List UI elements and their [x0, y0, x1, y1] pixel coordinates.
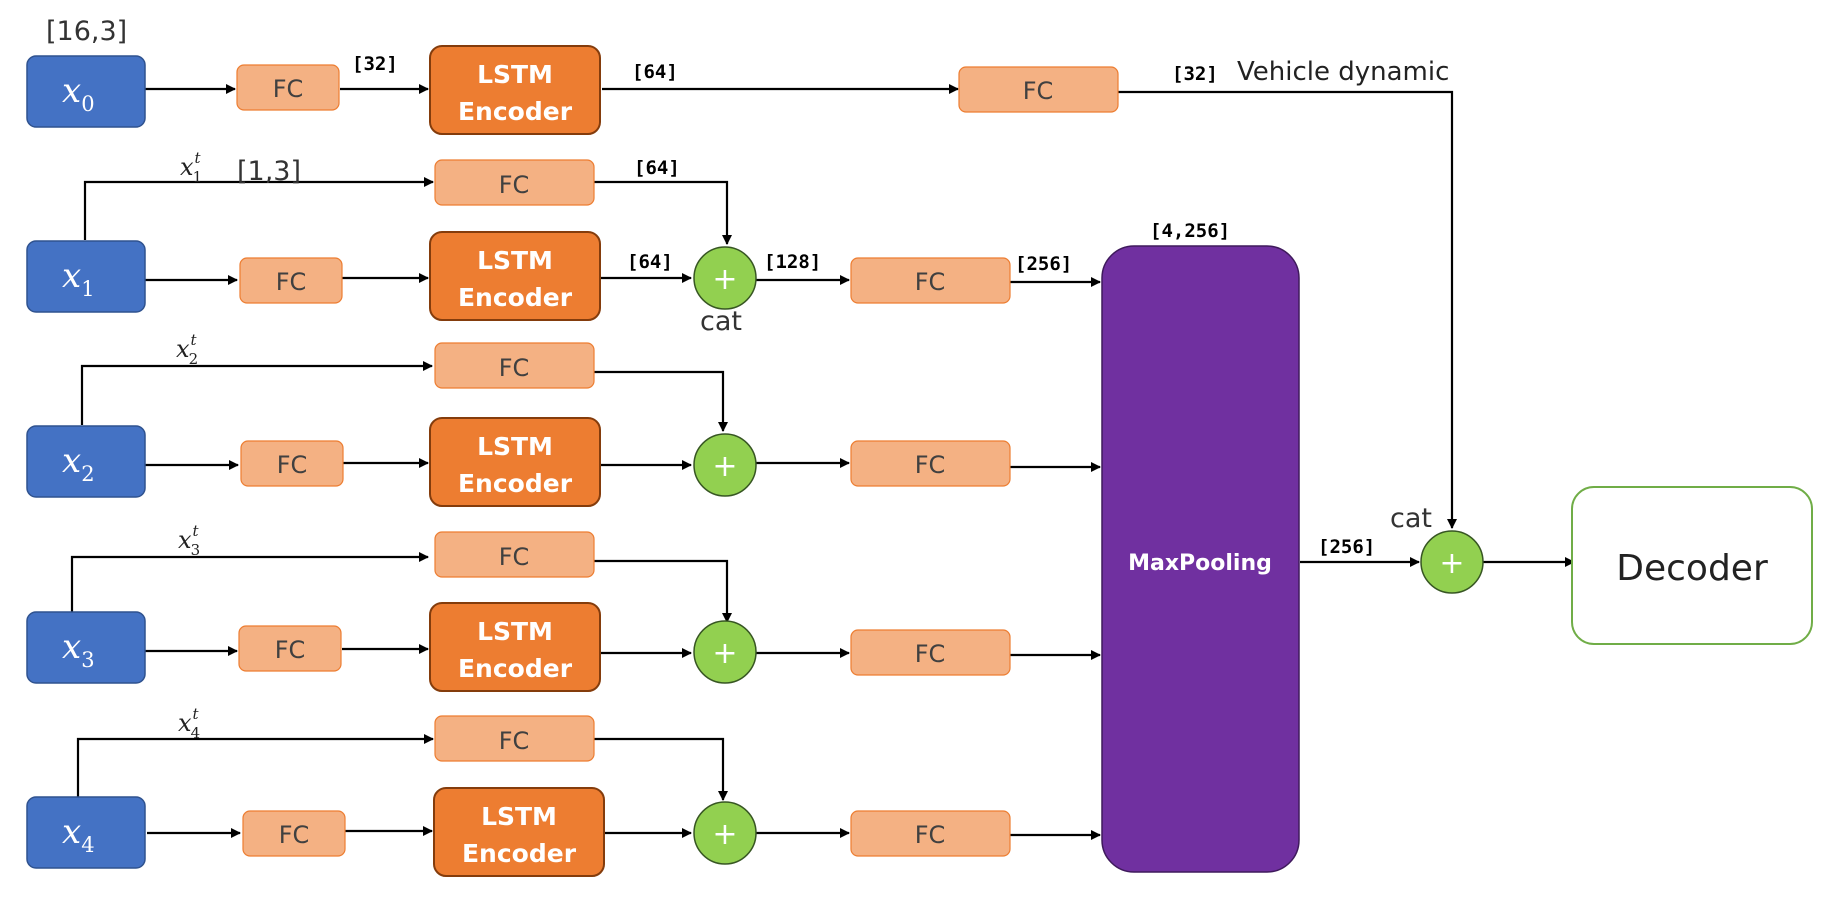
svg-text:LSTM: LSTM	[477, 432, 553, 461]
concat-row1: +	[693, 246, 757, 310]
decoder-block: Decoder	[1571, 486, 1813, 645]
edge-fc-skip1-cat	[594, 180, 732, 245]
svg-text:FC: FC	[499, 354, 530, 382]
svg-text:LSTM: LSTM	[477, 60, 553, 89]
lstm-encoder-row2: LSTM Encoder	[429, 417, 601, 507]
fc-skip-row3: FC	[434, 531, 595, 578]
svg-text:x4: x4	[62, 812, 95, 857]
fc-skip-row1: FC	[434, 159, 595, 206]
svg-text:x0: x0	[62, 71, 95, 116]
cat-label-row1: cat	[700, 306, 742, 337]
svg-text:FC: FC	[277, 451, 308, 479]
svg-text:FC: FC	[499, 543, 530, 571]
fc-block-row3: FC	[238, 625, 342, 672]
vehicle-dynamic-label: Vehicle dynamic	[1237, 57, 1449, 87]
svg-text:+: +	[712, 449, 737, 484]
svg-text:Encoder: Encoder	[458, 469, 573, 498]
input-x0: x0	[26, 55, 146, 128]
svg-text:FC: FC	[279, 821, 310, 849]
edge-fc-skip2-cat	[594, 370, 728, 432]
dim-label-32-b: [32]	[1172, 63, 1218, 85]
svg-text:x3: x3	[62, 627, 95, 672]
maxpooling-block: MaxPooling	[1101, 245, 1300, 873]
edge-vehicle-dynamic-to-cat	[1118, 90, 1457, 529]
svg-text:FC: FC	[499, 171, 530, 199]
fc-skip-row2: FC	[434, 342, 595, 389]
svg-text:FC: FC	[1023, 77, 1054, 105]
concat-row4: +	[693, 801, 757, 865]
svg-text:LSTM: LSTM	[477, 617, 553, 646]
dim-label-256-a: [256]	[1015, 253, 1072, 275]
concat-row3: +	[693, 620, 757, 684]
dim-label-4-256: [4,256]	[1150, 220, 1230, 242]
input-x1: x1	[26, 240, 146, 313]
lstm-encoder-row0: LSTM Encoder	[429, 45, 601, 135]
dim-label-64-a: [64]	[632, 61, 678, 83]
svg-text:FC: FC	[276, 268, 307, 296]
shape-label-xt: [1,3]	[237, 156, 301, 187]
edge-x3-skip	[70, 552, 429, 615]
concat-row2: +	[693, 433, 757, 497]
fc-vehicle-dynamic: FC	[958, 66, 1119, 113]
svg-text:+: +	[1439, 546, 1464, 581]
fc-block-row2: FC	[240, 440, 344, 487]
input-x4: x4	[26, 796, 146, 869]
svg-text:FC: FC	[915, 451, 946, 479]
edge-x2-skip	[80, 361, 433, 425]
svg-text:LSTM: LSTM	[477, 246, 553, 275]
fc-block-row0: FC	[236, 64, 340, 111]
dim-label-64-skip: [64]	[634, 157, 680, 179]
input-x3: x3	[26, 611, 146, 684]
maxpooling-label: MaxPooling	[1128, 551, 1272, 576]
lstm-encoder-row3: LSTM Encoder	[429, 602, 601, 692]
decoder-label: Decoder	[1616, 548, 1768, 589]
svg-text:LSTM: LSTM	[481, 802, 557, 831]
svg-text:x2: x2	[62, 441, 95, 486]
svg-text:+: +	[712, 262, 737, 297]
concat-final: +	[1420, 530, 1484, 594]
edge-x1-skip	[83, 177, 434, 240]
fc-skip-row4: FC	[434, 715, 595, 762]
cat-label-final: cat	[1390, 503, 1432, 534]
input-x2: x2	[26, 425, 146, 498]
svg-text:Encoder: Encoder	[458, 654, 573, 683]
lstm-encoder-row4: LSTM Encoder	[433, 787, 605, 877]
fc-post-row2: FC	[850, 440, 1011, 487]
svg-text:+: +	[712, 817, 737, 852]
dim-label-128: [128]	[764, 251, 821, 273]
svg-text:Encoder: Encoder	[462, 839, 577, 868]
dim-label-32-a: [32]	[352, 53, 398, 75]
fc-post-row3: FC	[850, 629, 1011, 676]
edge-fc-skip3-cat	[594, 559, 732, 623]
svg-text:FC: FC	[915, 821, 946, 849]
svg-text:FC: FC	[499, 727, 530, 755]
svg-text:Encoder: Encoder	[458, 97, 573, 126]
svg-text:FC: FC	[275, 636, 306, 664]
dim-label-256-b: [256]	[1318, 536, 1375, 558]
svg-text:+: +	[712, 636, 737, 671]
svg-text:Encoder: Encoder	[458, 283, 573, 312]
fc-post-row4: FC	[850, 810, 1011, 857]
dim-label-64-b: [64]	[627, 251, 673, 273]
fc-post-row1: FC	[850, 257, 1011, 304]
svg-text:FC: FC	[273, 75, 304, 103]
connections	[70, 84, 1575, 840]
edge-fc-skip4-cat	[594, 737, 728, 801]
fc-block-row4: FC	[242, 810, 346, 857]
svg-text:FC: FC	[915, 640, 946, 668]
shape-label-x0: [16,3]	[46, 16, 127, 47]
fc-block-row1: FC	[239, 257, 343, 304]
svg-text:x1: x1	[62, 256, 95, 301]
edge-x4-skip	[76, 734, 434, 798]
lstm-encoder-row1: LSTM Encoder	[429, 231, 601, 321]
svg-text:FC: FC	[915, 268, 946, 296]
